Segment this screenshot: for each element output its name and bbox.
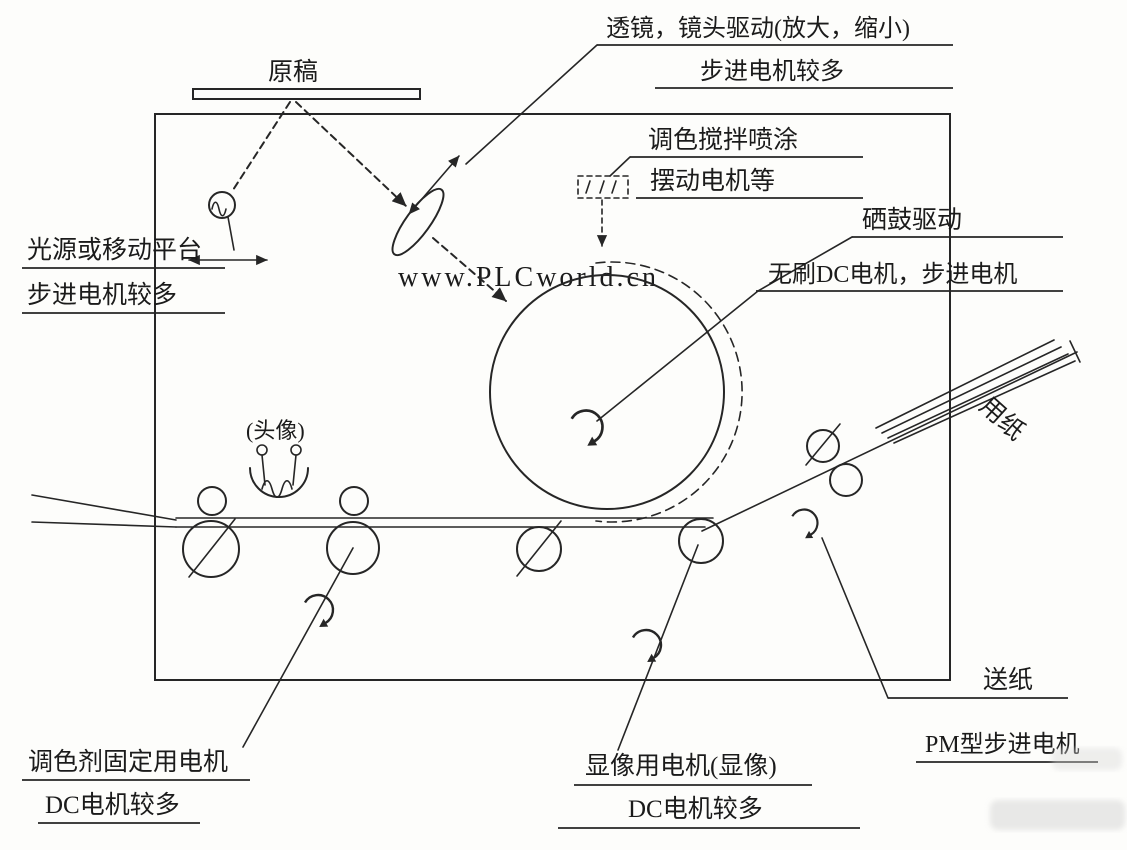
paper-input-guide <box>31 494 177 521</box>
head-terminal <box>290 444 302 456</box>
scan-artifact <box>1052 748 1122 770</box>
feed-pointer-line <box>821 537 889 699</box>
pinch-roller <box>339 486 369 516</box>
toner-label-group: 调色搅拌喷涂 摆动电机等 <box>609 126 863 199</box>
paper-output-path <box>701 351 1078 532</box>
head-terminal <box>256 444 268 456</box>
leader-line <box>609 156 631 177</box>
toner-label-line1: 调色搅拌喷涂 <box>648 126 798 154</box>
fuser-label-group: 调色剂固定用电机 DC电机较多 <box>22 748 250 824</box>
drum-label-group: 硒鼓驱动 无刷DC电机，步进电机 <box>756 206 1063 292</box>
feed-rotation-arrow <box>791 508 819 540</box>
watermark-text: www.PLCworld.cn <box>398 262 659 293</box>
pinch-roller <box>197 486 227 516</box>
lamp-stem <box>227 216 235 251</box>
nozzle-hatch <box>585 180 591 194</box>
drum-label-line1: 硒鼓驱动 <box>862 206 962 234</box>
head-stem <box>261 454 266 486</box>
lens-label-group: 透镜，镜头驱动(放大，缩小) 步进电机较多 <box>465 15 953 165</box>
scan-artifact <box>990 800 1125 830</box>
scanner-label-line2: 步进电机较多 <box>27 281 177 309</box>
roller-axis-slash <box>805 423 841 466</box>
transfer-roller-light <box>516 526 562 572</box>
head-stem <box>292 454 297 486</box>
lamp-filament <box>211 201 227 217</box>
light-ray-to-lamp <box>232 101 291 191</box>
nozzle-hatch <box>611 180 617 194</box>
head-bowl <box>249 467 309 498</box>
lamp-icon <box>208 191 236 219</box>
document-glass <box>192 88 421 100</box>
fuser-label-line1: 调色剂固定用电机 <box>28 748 228 776</box>
paper-sheet-line <box>881 346 1062 434</box>
fuser-pointer-line <box>242 547 354 748</box>
fuser-roller <box>326 521 380 575</box>
developer-rotation-arrow <box>631 628 663 664</box>
fuser-label-line2: DC电机较多 <box>45 791 180 819</box>
light-ray-to-drum <box>432 237 507 302</box>
lens-label-line1: 透镜，镜头驱动(放大，缩小) <box>606 15 910 42</box>
leader-line <box>757 236 853 292</box>
paper-sheet-line <box>893 360 1076 444</box>
head-label: (头像) <box>246 418 305 443</box>
head-coil <box>261 479 293 499</box>
nozzle-hatch <box>599 180 605 194</box>
drum-dashed-arc <box>595 261 743 523</box>
paper-input-guide <box>31 521 177 528</box>
toner-label-line2: 摆动电机等 <box>650 167 775 195</box>
paper-stack-edge <box>1069 340 1081 363</box>
head-component-group: (头像) <box>246 418 309 499</box>
developer-roller <box>678 518 724 564</box>
developer-pointer-line <box>617 544 699 751</box>
scanner-label-group: 光源或移动平台 步进电机较多 <box>22 236 225 314</box>
exit-roller-dark <box>829 463 863 497</box>
light-ray-to-lens <box>295 101 407 207</box>
scan-lamp-group <box>188 191 268 266</box>
paper-stack <box>875 339 1081 444</box>
paper-sheet-line <box>887 353 1069 439</box>
lens-motion-arrow <box>408 155 460 215</box>
paper-label: 用纸 <box>974 392 1030 446</box>
toner-spray-group <box>577 175 629 247</box>
roller-axis-slash <box>516 520 562 577</box>
developer-label-group: 显像用电机(显像) DC电机较多 <box>558 752 860 829</box>
original-label: 原稿 <box>268 58 318 86</box>
leader-line <box>465 44 598 165</box>
drum-rotation-arrow <box>570 409 604 448</box>
roller-axis-slash <box>188 518 236 578</box>
drum <box>489 274 725 510</box>
scanner-label-line1: 光源或移动平台 <box>27 236 202 264</box>
spray-nozzle <box>577 175 629 199</box>
paper-sheet-line <box>875 339 1055 429</box>
feed-label-line1: 送纸 <box>983 666 1033 694</box>
developer-label-line1: 显像用电机(显像) <box>585 752 777 780</box>
feed-roller <box>182 520 240 578</box>
drum-pointer-line <box>596 290 759 422</box>
copier-body-outline <box>154 113 951 681</box>
drum-label-line2: 无刷DC电机，步进电机 <box>768 261 1017 288</box>
exit-roller-light <box>806 429 840 463</box>
lens-label-line2: 步进电机较多 <box>700 58 844 85</box>
feed-label-group: 送纸 PM型步进电机 <box>821 537 1098 763</box>
developer-label-line2: DC电机较多 <box>628 795 763 823</box>
